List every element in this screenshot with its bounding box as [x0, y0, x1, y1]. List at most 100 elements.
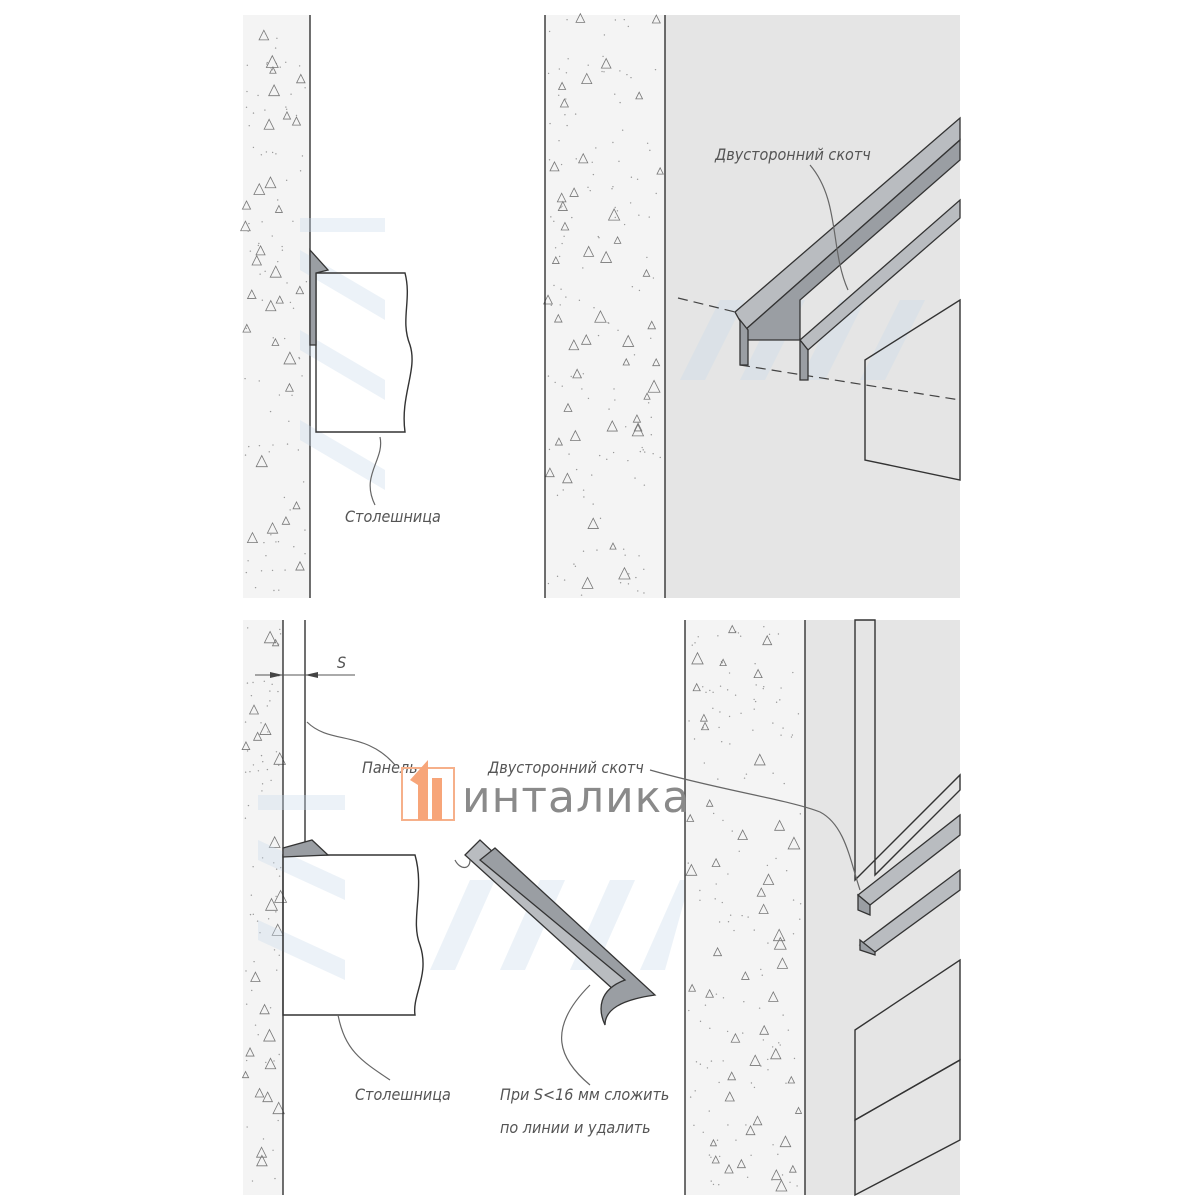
- concrete-dot: [286, 443, 289, 445]
- concrete-dot: [727, 1124, 729, 1126]
- concrete-dot: [715, 883, 717, 885]
- concrete-dot: [278, 1053, 280, 1056]
- concrete-aggregate: [719, 658, 727, 667]
- concrete-dot: [281, 249, 284, 251]
- concrete-dot: [710, 1180, 712, 1182]
- concrete-aggregate: [253, 182, 266, 195]
- concrete-aggregate: [736, 1158, 747, 1169]
- concrete-texture: [240, 29, 308, 592]
- concrete-dot: [745, 1124, 747, 1126]
- concrete-dot: [264, 270, 266, 273]
- concrete-aggregate: [774, 819, 786, 831]
- concrete-dot: [299, 170, 302, 172]
- concrete-dot: [550, 304, 553, 306]
- concrete-dot: [699, 1063, 702, 1065]
- concrete-dot: [750, 1154, 752, 1156]
- concrete-dot: [739, 635, 742, 637]
- concrete-dot: [548, 448, 551, 451]
- concrete-dot: [565, 296, 567, 298]
- company-logo: инталика: [401, 760, 690, 823]
- concrete-dot: [702, 1131, 704, 1133]
- concrete-dot: [292, 307, 295, 309]
- concrete-dot: [245, 1059, 248, 1062]
- concrete-dot: [285, 179, 288, 182]
- note-line-1: При S<16 мм сложить: [500, 1085, 669, 1104]
- dimension-arrows: [270, 672, 318, 678]
- concrete-aggregate: [549, 161, 560, 172]
- concrete-dot: [246, 750, 249, 752]
- concrete-dot: [273, 862, 275, 864]
- concrete-dot: [716, 1139, 719, 1141]
- concrete-dot: [720, 740, 723, 743]
- concrete-aggregate: [268, 835, 281, 848]
- watermark: [680, 300, 925, 380]
- concrete-dot: [247, 560, 249, 562]
- concrete-dot: [252, 681, 254, 684]
- concrete-dot: [627, 459, 629, 462]
- concrete-dot: [622, 548, 625, 550]
- concrete-dot: [775, 857, 777, 860]
- concrete-dot: [592, 503, 594, 505]
- concrete-dot: [561, 385, 563, 387]
- concrete-dot: [712, 707, 714, 710]
- concrete-dot: [547, 72, 550, 75]
- concrete-aggregate: [578, 152, 589, 164]
- concrete-aggregate: [580, 334, 592, 345]
- concrete-dot: [758, 1007, 761, 1009]
- concrete-dot: [257, 244, 260, 247]
- concrete-aggregate: [264, 1057, 277, 1070]
- concrete-dot: [693, 738, 696, 740]
- concrete-dot: [257, 1033, 259, 1036]
- concrete-aggregate: [295, 285, 305, 295]
- concrete-dot: [624, 554, 626, 556]
- leader-line: [306, 721, 396, 766]
- concrete-dot: [715, 993, 718, 995]
- concrete-dot: [249, 771, 251, 773]
- concrete-aggregate: [609, 542, 617, 550]
- concrete-dot: [612, 451, 615, 454]
- panel-side-view-top: Столешница: [240, 15, 441, 598]
- concrete-aggregate: [788, 1164, 797, 1173]
- concrete-dot: [641, 446, 643, 449]
- concrete-dot: [261, 790, 263, 792]
- concrete-aggregate: [692, 682, 701, 692]
- panel-edge: [874, 773, 961, 877]
- concrete-dot: [277, 199, 279, 201]
- concrete-aggregate: [787, 1075, 796, 1084]
- concrete-dot: [603, 71, 605, 73]
- concrete-dot: [305, 281, 308, 283]
- concrete-dot: [561, 242, 563, 245]
- concrete-dot: [566, 124, 568, 127]
- concrete-aggregate: [265, 299, 277, 312]
- concrete-dot: [268, 451, 270, 453]
- concrete-dot: [654, 68, 657, 71]
- concrete-aggregate: [745, 1125, 756, 1136]
- concrete-dot: [274, 47, 277, 49]
- concrete-aggregate: [254, 1087, 265, 1098]
- concrete-dot: [271, 151, 274, 154]
- concrete-dot: [257, 94, 259, 97]
- fold-line: [739, 364, 961, 401]
- concrete-dot: [553, 284, 555, 287]
- concrete-dot: [648, 216, 650, 218]
- concrete-dot: [574, 565, 577, 568]
- concrete-aggregate: [711, 1155, 720, 1164]
- concrete-aggregate: [709, 1138, 718, 1147]
- concrete-dot: [712, 1183, 715, 1186]
- concrete-dot: [560, 206, 562, 209]
- concrete-dot: [568, 453, 570, 455]
- concrete-dot: [264, 33, 267, 35]
- concrete-dot: [265, 555, 267, 557]
- concrete-dot: [245, 1003, 248, 1005]
- concrete-dot: [742, 1032, 744, 1034]
- concrete-aggregate: [268, 84, 281, 97]
- concrete-aggregate: [776, 957, 789, 969]
- logo-text: инталика: [462, 772, 690, 823]
- concrete-dot: [250, 894, 253, 896]
- panel-side-view-bottom: S Панель Двусторонний скотч Столешница П…: [241, 620, 690, 1195]
- concrete-wall: [243, 620, 283, 1195]
- concrete-aggregate: [767, 991, 779, 1002]
- concrete-aggregate: [631, 423, 645, 437]
- concrete-dot: [616, 210, 619, 212]
- concrete-dot: [790, 736, 793, 738]
